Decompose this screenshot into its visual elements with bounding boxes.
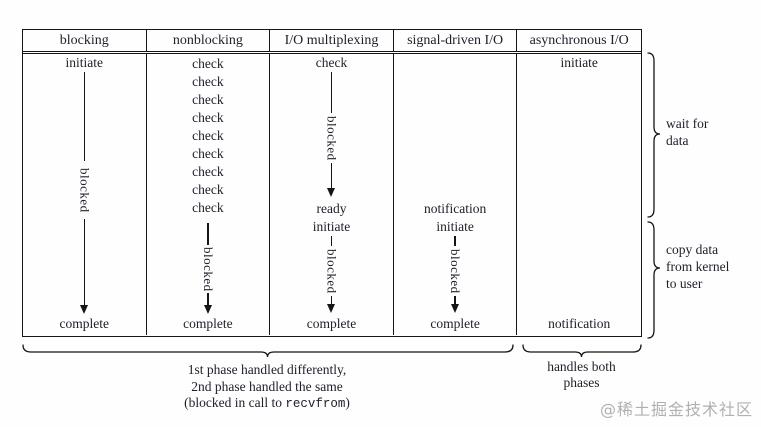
blocked-label: blocked: [200, 246, 216, 292]
blocking-complete-label: complete: [59, 316, 110, 331]
signal-driven-initiate-label: initiate: [436, 219, 474, 234]
nonblocking-complete-label: complete: [183, 316, 233, 331]
column-io-multiplexing: check blocked ready initiate blocked: [270, 54, 394, 335]
arrowhead-icon: [203, 305, 212, 314]
header-signal-driven-io: signal-driven I/O: [394, 30, 518, 51]
table-body: initiate blocked complete check check ch…: [23, 54, 641, 335]
check-label: check: [192, 164, 224, 179]
check-label: check: [192, 200, 224, 215]
check-label: check: [192, 74, 224, 89]
blocked-label: blocked: [77, 167, 93, 213]
header-blocking: blocking: [23, 30, 147, 51]
multiplexing-initiate-label: initiate: [312, 219, 351, 234]
handles-both-phases-note: handles both phases: [547, 359, 616, 390]
multiplexing-mid-labels: ready initiate: [270, 200, 393, 236]
wait-for-data-note: wait for data: [666, 116, 709, 148]
blocked-label: blocked: [448, 248, 464, 294]
multiplexing-complete-label: complete: [306, 316, 357, 331]
multiplexing-copy-blocked-arrow: blocked: [323, 236, 339, 313]
column-nonblocking: check check check check check check chec…: [147, 54, 271, 335]
check-label: check: [192, 92, 224, 107]
check-label: check: [192, 146, 224, 161]
io-models-table: blocking nonblocking I/O multiplexing si…: [22, 29, 642, 337]
column-asynchronous-io: initiate notification: [517, 54, 641, 335]
table-header-row: blocking nonblocking I/O multiplexing si…: [23, 30, 641, 54]
wait-for-data-brace: [647, 52, 661, 218]
check-label: check: [192, 128, 224, 143]
blocking-blocked-arrow: blocked: [76, 72, 92, 314]
first-phase-brace: [22, 344, 514, 358]
multiplexing-wait-blocked-arrow: blocked: [323, 72, 339, 197]
signal-driven-blocked-arrow: blocked: [447, 236, 463, 313]
arrowhead-icon: [451, 304, 460, 313]
check-label: check: [192, 56, 224, 71]
header-io-multiplexing: I/O multiplexing: [270, 30, 394, 51]
header-nonblocking: nonblocking: [147, 30, 271, 51]
first-phase-note: 1st phase handled differently, 2nd phase…: [184, 362, 350, 411]
copy-data-note: copy data from kernel to user: [666, 242, 730, 291]
blocked-label: blocked: [324, 115, 340, 161]
arrowhead-icon: [327, 304, 336, 313]
copy-data-brace: [647, 221, 661, 339]
juejin-watermark: @稀土掘金技术社区: [600, 400, 754, 419]
check-label: check: [192, 110, 224, 125]
multiplexing-ready-label: ready: [316, 201, 347, 216]
blocked-label: blocked: [324, 248, 340, 294]
multiplexing-check-label: check: [315, 55, 348, 70]
signal-driven-mid-labels: notification initiate: [394, 200, 517, 236]
header-asynchronous-io: asynchronous I/O: [529, 33, 629, 48]
signal-driven-complete-label: complete: [430, 316, 480, 331]
arrowhead-icon: [80, 305, 89, 314]
signal-driven-notification-label: notification: [423, 201, 487, 216]
async-initiate-label: initiate: [560, 55, 598, 70]
column-blocking: initiate blocked complete: [23, 54, 147, 335]
nonblocking-blocked-arrow: blocked: [200, 223, 216, 314]
blocking-initiate-label: initiate: [65, 55, 104, 70]
check-label: check: [192, 182, 224, 197]
arrowhead-icon: [327, 188, 336, 197]
async-notification-label: notification: [548, 316, 611, 331]
nonblocking-check-list: check check check check check check chec…: [147, 55, 270, 217]
recvfrom-code: recvfrom: [285, 397, 346, 411]
column-signal-driven-io: notification initiate blocked complete: [394, 54, 518, 335]
handles-both-phases-brace: [522, 344, 642, 358]
